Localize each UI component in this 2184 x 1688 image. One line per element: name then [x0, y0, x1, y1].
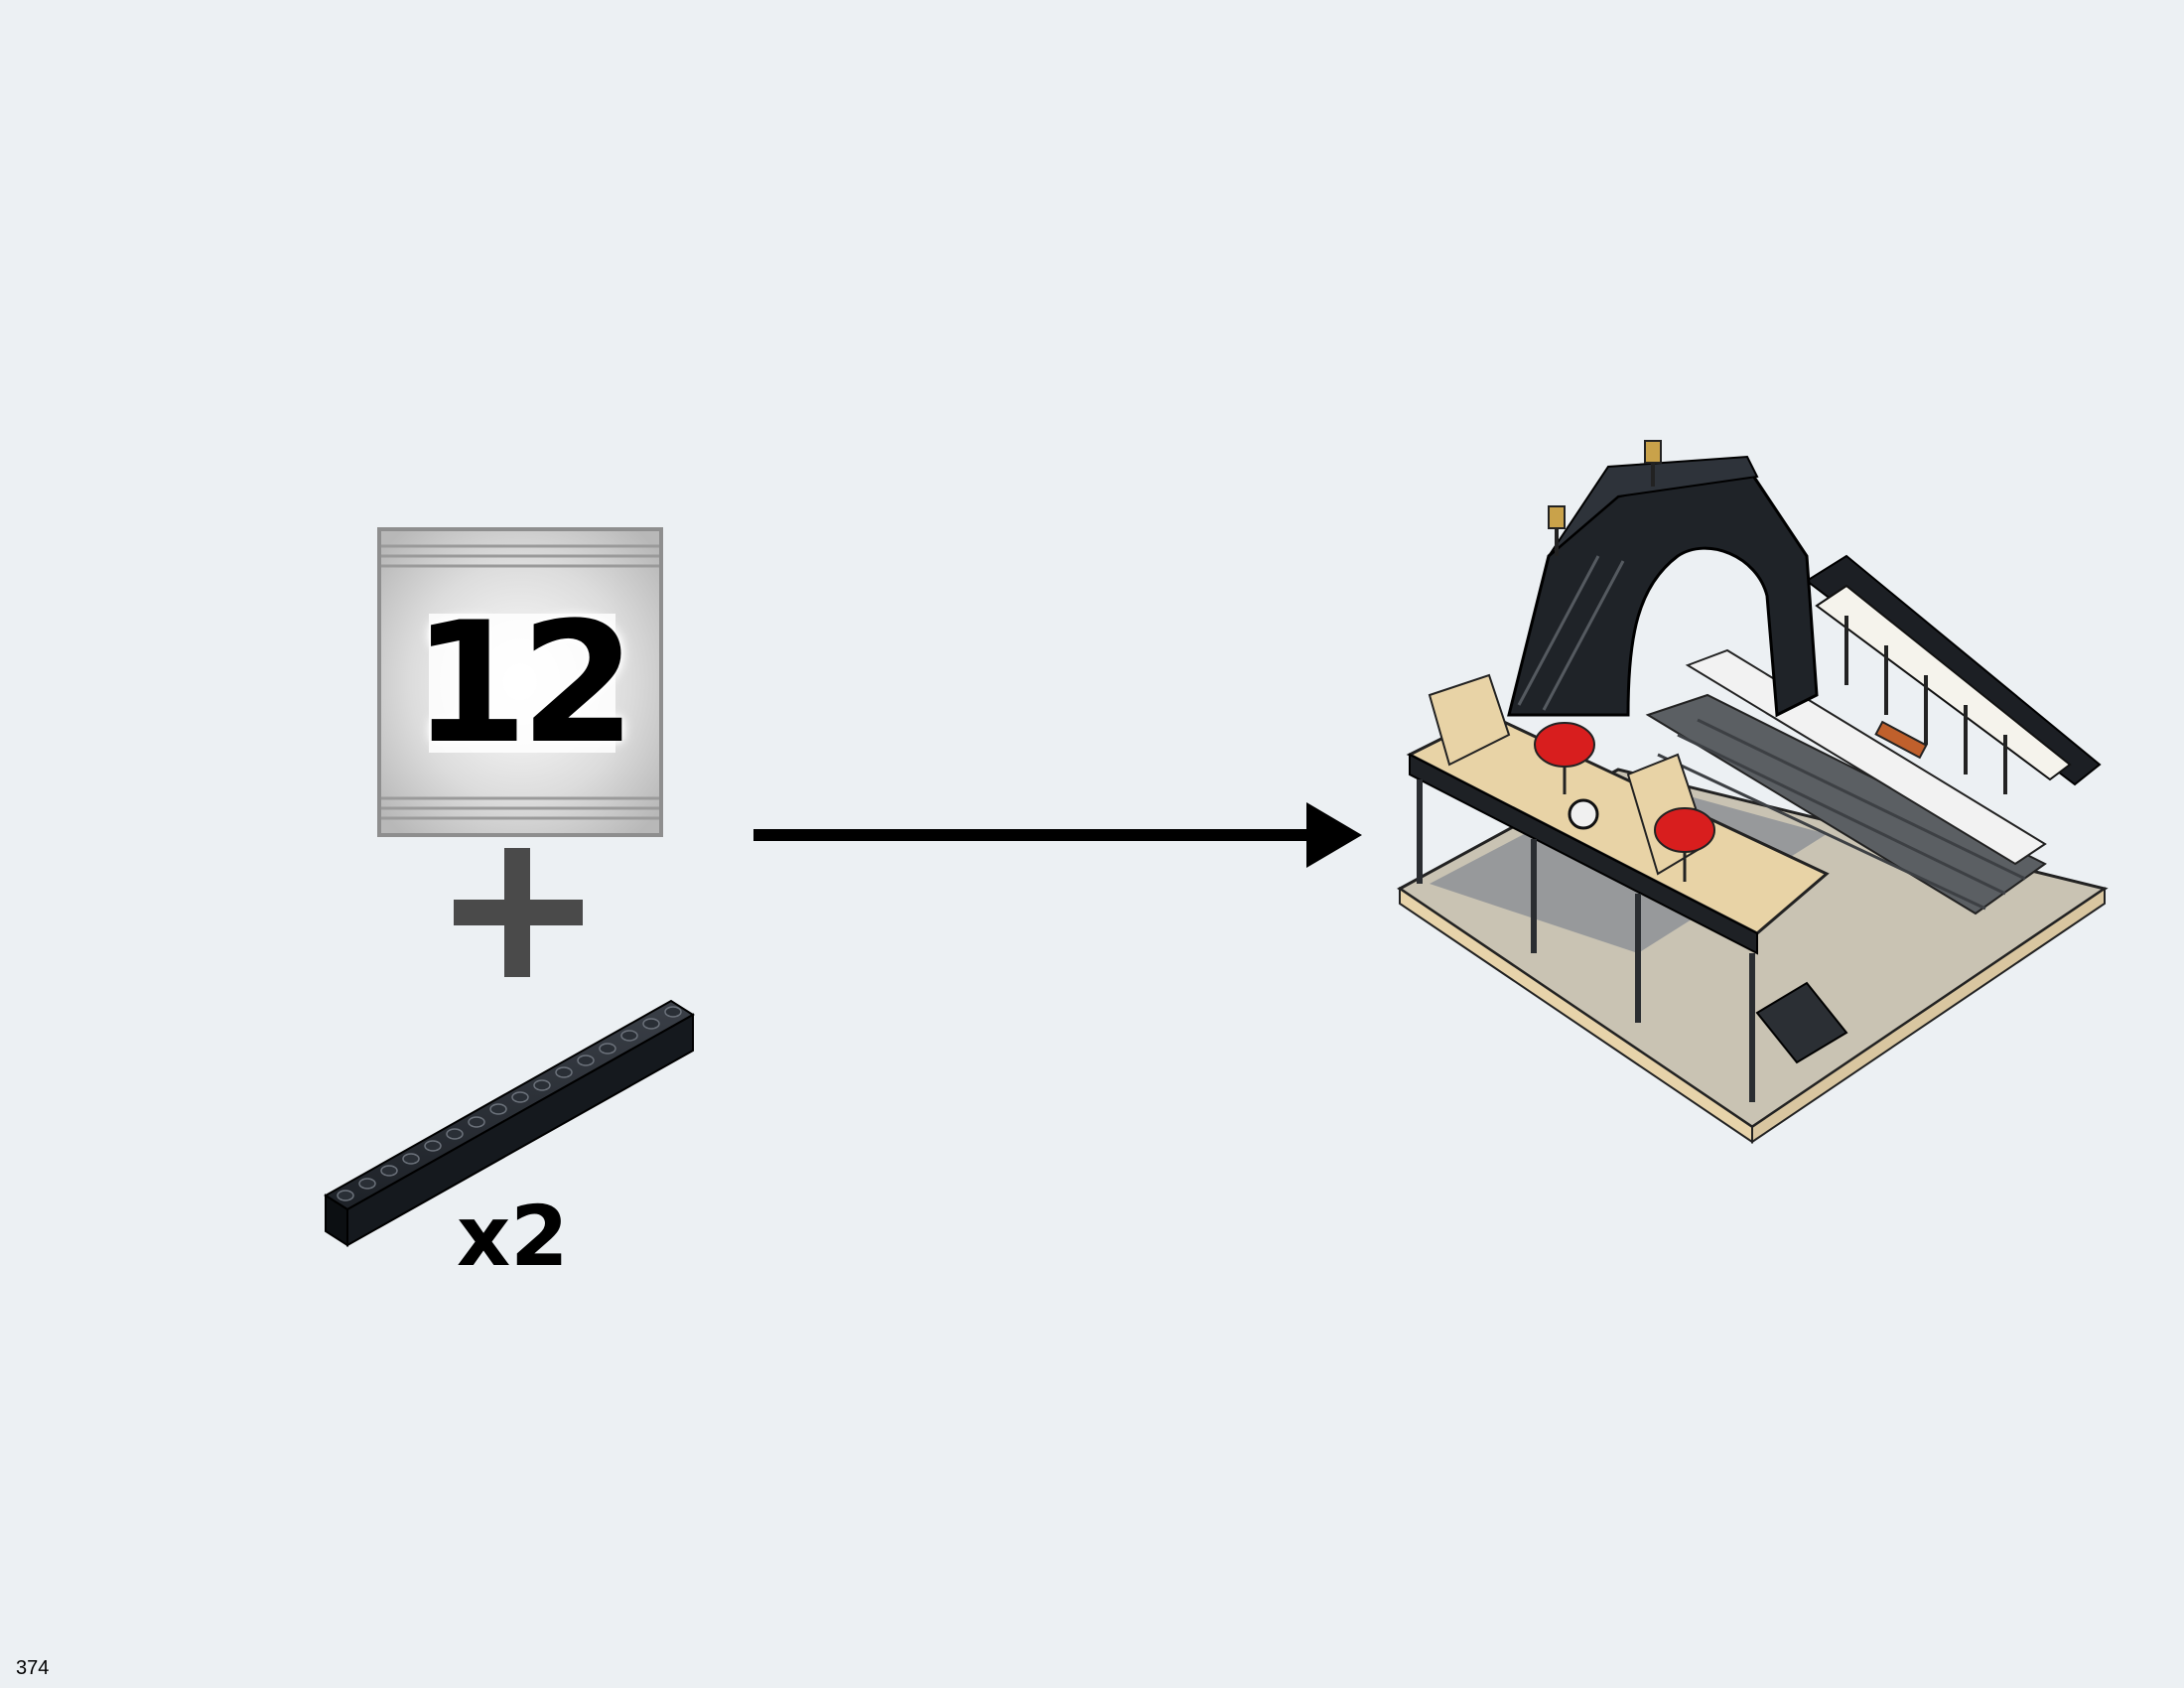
bag-icon: [377, 527, 663, 837]
plus-icon: [454, 848, 583, 977]
train-station-model-illustration: [1397, 440, 2109, 1144]
page-number: 374: [16, 1657, 50, 1679]
black-1x16-brick-icon: [324, 999, 695, 1247]
part-quantity: x2: [457, 1188, 569, 1285]
bag-number: 12: [412, 586, 636, 780]
arrow-icon: [753, 802, 1362, 868]
